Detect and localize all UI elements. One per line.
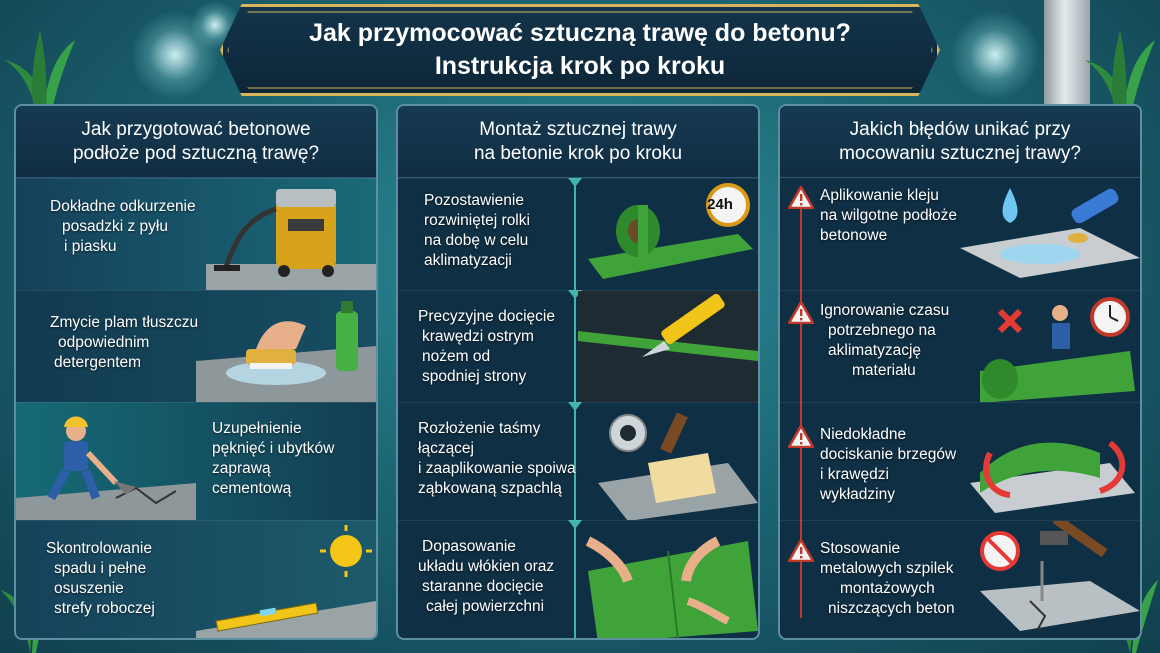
hands-grass-icon	[585, 536, 758, 638]
panel-heading: Jakich błędów unikać przy mocowaniu sztu…	[780, 106, 1140, 178]
clock-rush-icon	[980, 297, 1135, 402]
step-item: Dopasowanie układu włókien oraz staranne…	[398, 520, 758, 638]
page-title: Jak przymocować sztuczną trawę do betonu…	[309, 19, 851, 47]
step-text: Pozostawienie rozwiniętej rolki na dobę …	[424, 192, 530, 269]
curling-edges-icon	[970, 440, 1135, 513]
step-item: Precyzyjne docięcie krawędzi ostrym noże…	[398, 290, 758, 402]
grass-roll-icon	[588, 183, 753, 279]
timeline-arrow	[568, 178, 582, 187]
light-glow	[950, 10, 1040, 100]
step-item: Ignorowanie czasu potrzebnego na aklimat…	[780, 290, 1140, 402]
step-item: Skontrolowanie spadu i pełne osuszenie s…	[16, 520, 376, 638]
panel-preparation: Jak przygotować betonowe podłoże pod szt…	[14, 104, 378, 640]
step-text: Niedokładne dociskanie brzegów i krawędz…	[820, 426, 957, 503]
warning-line	[800, 194, 802, 618]
timeline-arrow	[568, 520, 582, 529]
step-item: Dokładne odkurzenie posadzki z pyłu i pi…	[16, 178, 376, 290]
step-item: Uzupełnienie pęknięć i ubytków zaprawą c…	[16, 402, 376, 520]
step-text: Skontrolowanie spadu i pełne osuszenie s…	[46, 540, 155, 617]
step-text: Aplikowanie kleju na wilgotne podłoże be…	[820, 187, 958, 244]
step-item: Niedokładne dociskanie brzegów i krawędz…	[780, 402, 1140, 520]
timeline-arrow	[568, 402, 582, 411]
step-item: Rozłożenie taśmy łączącej i zaaplikowani…	[398, 402, 758, 520]
step-text: Ignorowanie czasu potrzebnego na aklimat…	[820, 302, 950, 379]
step-item: Pozostawienie rozwiniętej rolki na dobę …	[398, 178, 758, 290]
step-item: Zmycie plam tłuszczu odpowiednim deterge…	[16, 290, 376, 402]
spirit-level-icon	[196, 525, 376, 638]
pillar-decoration	[1044, 0, 1090, 110]
step-text: Stosowanie metalowych szpilek montażowyc…	[820, 540, 955, 617]
panel-heading: Montaż sztucznej trawy na betonie krok p…	[398, 106, 758, 178]
step-text: Rozłożenie taśmy łączącej i zaaplikowani…	[418, 420, 576, 497]
tape-trowel-icon	[598, 412, 758, 520]
warning-icon	[788, 186, 814, 209]
panel-mistakes: Jakich błędów unikać przy mocowaniu sztu…	[778, 104, 1142, 640]
warning-icon	[788, 301, 814, 324]
step-text: Dopasowanie układu włókien oraz staranne…	[418, 538, 555, 615]
scrub-brush-icon	[196, 301, 376, 402]
page-subtitle: Instrukcja krok po kroku	[434, 52, 726, 80]
vacuum-cleaner-icon	[206, 189, 376, 290]
panel-installation: Montaż sztucznej trawy na betonie krok p…	[396, 104, 760, 640]
step-text: Uzupełnienie pęknięć i ubytków zaprawą c…	[212, 420, 335, 497]
timeline-arrow	[568, 290, 582, 299]
step-item: Stosowanie metalowych szpilek montażowyc…	[780, 520, 1140, 638]
wet-glue-icon	[960, 188, 1140, 278]
step-text: Zmycie plam tłuszczu odpowiednim deterge…	[50, 314, 199, 371]
step-item: Aplikowanie kleju na wilgotne podłoże be…	[780, 178, 1140, 290]
title-banner: Jak przymocować sztuczną trawę do betonu…	[220, 4, 940, 96]
warning-icon	[788, 425, 814, 448]
step-text: Dokładne odkurzenie posadzki z pyłu i pi…	[50, 198, 196, 255]
utility-knife-icon	[578, 291, 758, 402]
step-text: Precyzyjne docięcie krawędzi ostrym noże…	[418, 308, 555, 385]
warning-icon	[788, 539, 814, 562]
24h-badge: 24h	[707, 196, 733, 213]
worker-trowel-icon	[16, 416, 196, 520]
hammer-nail-icon	[980, 521, 1140, 631]
panel-heading: Jak przygotować betonowe podłoże pod szt…	[16, 106, 376, 178]
